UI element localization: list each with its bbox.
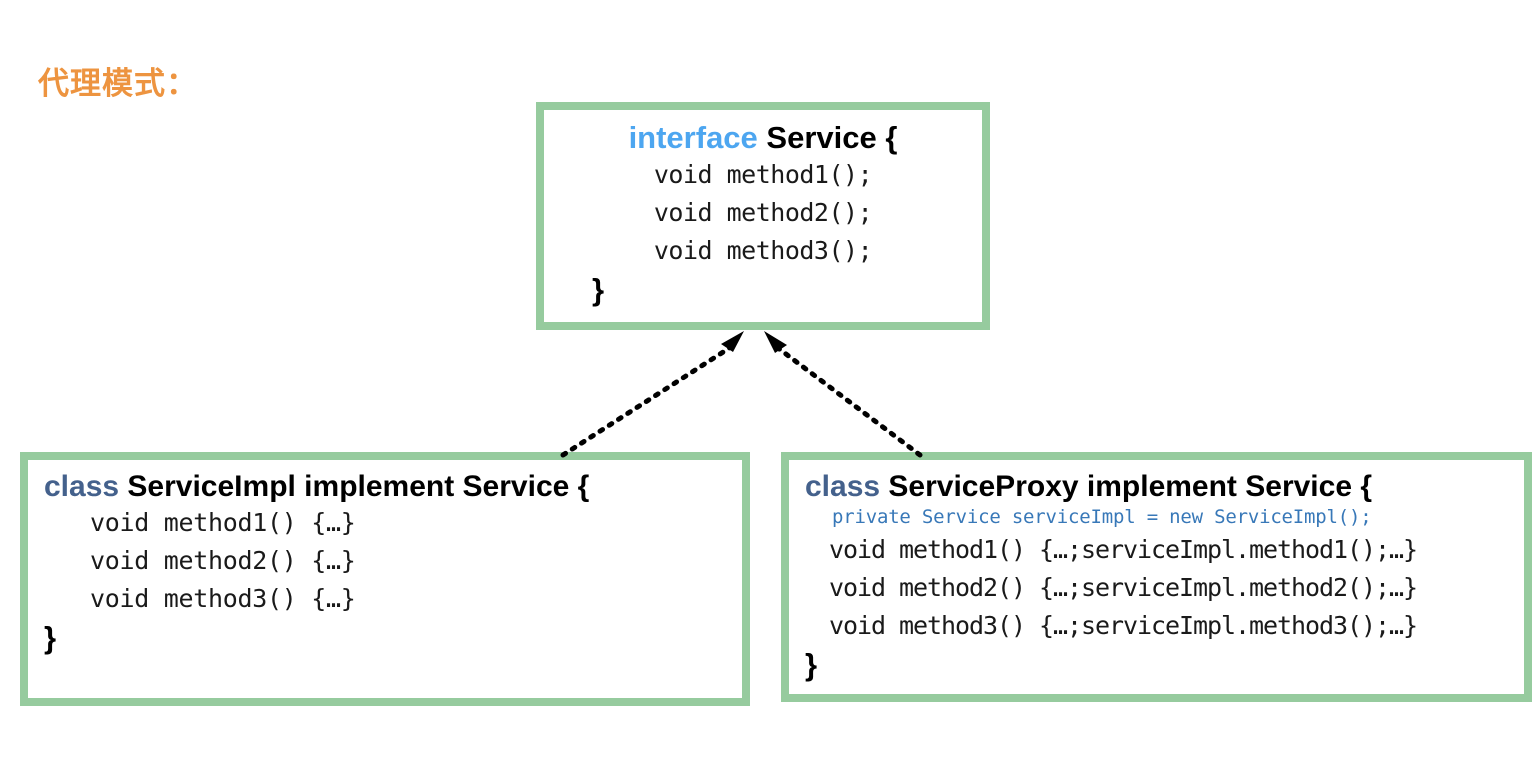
interface-member-2: void method2(); [653, 198, 873, 227]
interface-member-1: void method1(); [653, 160, 873, 189]
proxy-closing-brace: } [805, 647, 818, 682]
class-keyword: class [44, 470, 120, 503]
proxy-member-3: void method3() {…;serviceImpl.method3();… [829, 611, 1418, 640]
page-title: 代理模式： [38, 66, 198, 102]
interface-box-header: interface Service { [544, 120, 982, 156]
realization-arrow-proxy-head [764, 331, 787, 353]
realization-arrow-proxy-line [775, 345, 923, 458]
interface-member-3: void method3(); [653, 236, 873, 265]
realization-arrow-impl-line [560, 344, 734, 458]
realization-arrow-proxy [764, 331, 923, 458]
impl-member-2: void method2() {…} [90, 546, 356, 575]
interface-name: Service { [766, 120, 898, 155]
class-keyword: class [805, 470, 881, 503]
realization-arrow-impl [560, 331, 744, 458]
impl-member-3: void method3() {…} [90, 584, 356, 613]
interface-keyword: interface [628, 120, 758, 155]
impl-member-1: void method1() {…} [90, 508, 356, 537]
proxy-box-header: class ServiceProxy implement Service { [805, 470, 1524, 504]
impl-class-name: ServiceImpl implement Service { [127, 470, 590, 503]
proxy-member-2: void method2() {…;serviceImpl.method2();… [829, 573, 1418, 602]
proxy-member-1: void method1() {…;serviceImpl.method1();… [829, 535, 1418, 564]
uml-serviceimpl-box: class ServiceImpl implement Service { vo… [20, 452, 750, 706]
impl-box-header: class ServiceImpl implement Service { [44, 470, 742, 504]
uml-interface-box: interface Service { void method1(); void… [536, 102, 990, 330]
impl-closing-brace: } [44, 620, 57, 655]
proxy-class-name: ServiceProxy implement Service { [888, 470, 1373, 503]
interface-closing-brace: } [592, 272, 605, 307]
realization-arrow-impl-head [721, 331, 744, 352]
uml-serviceproxy-box: class ServiceProxy implement Service { p… [781, 452, 1532, 702]
proxy-field-declaration: private Service serviceImpl = new Servic… [832, 506, 1372, 528]
